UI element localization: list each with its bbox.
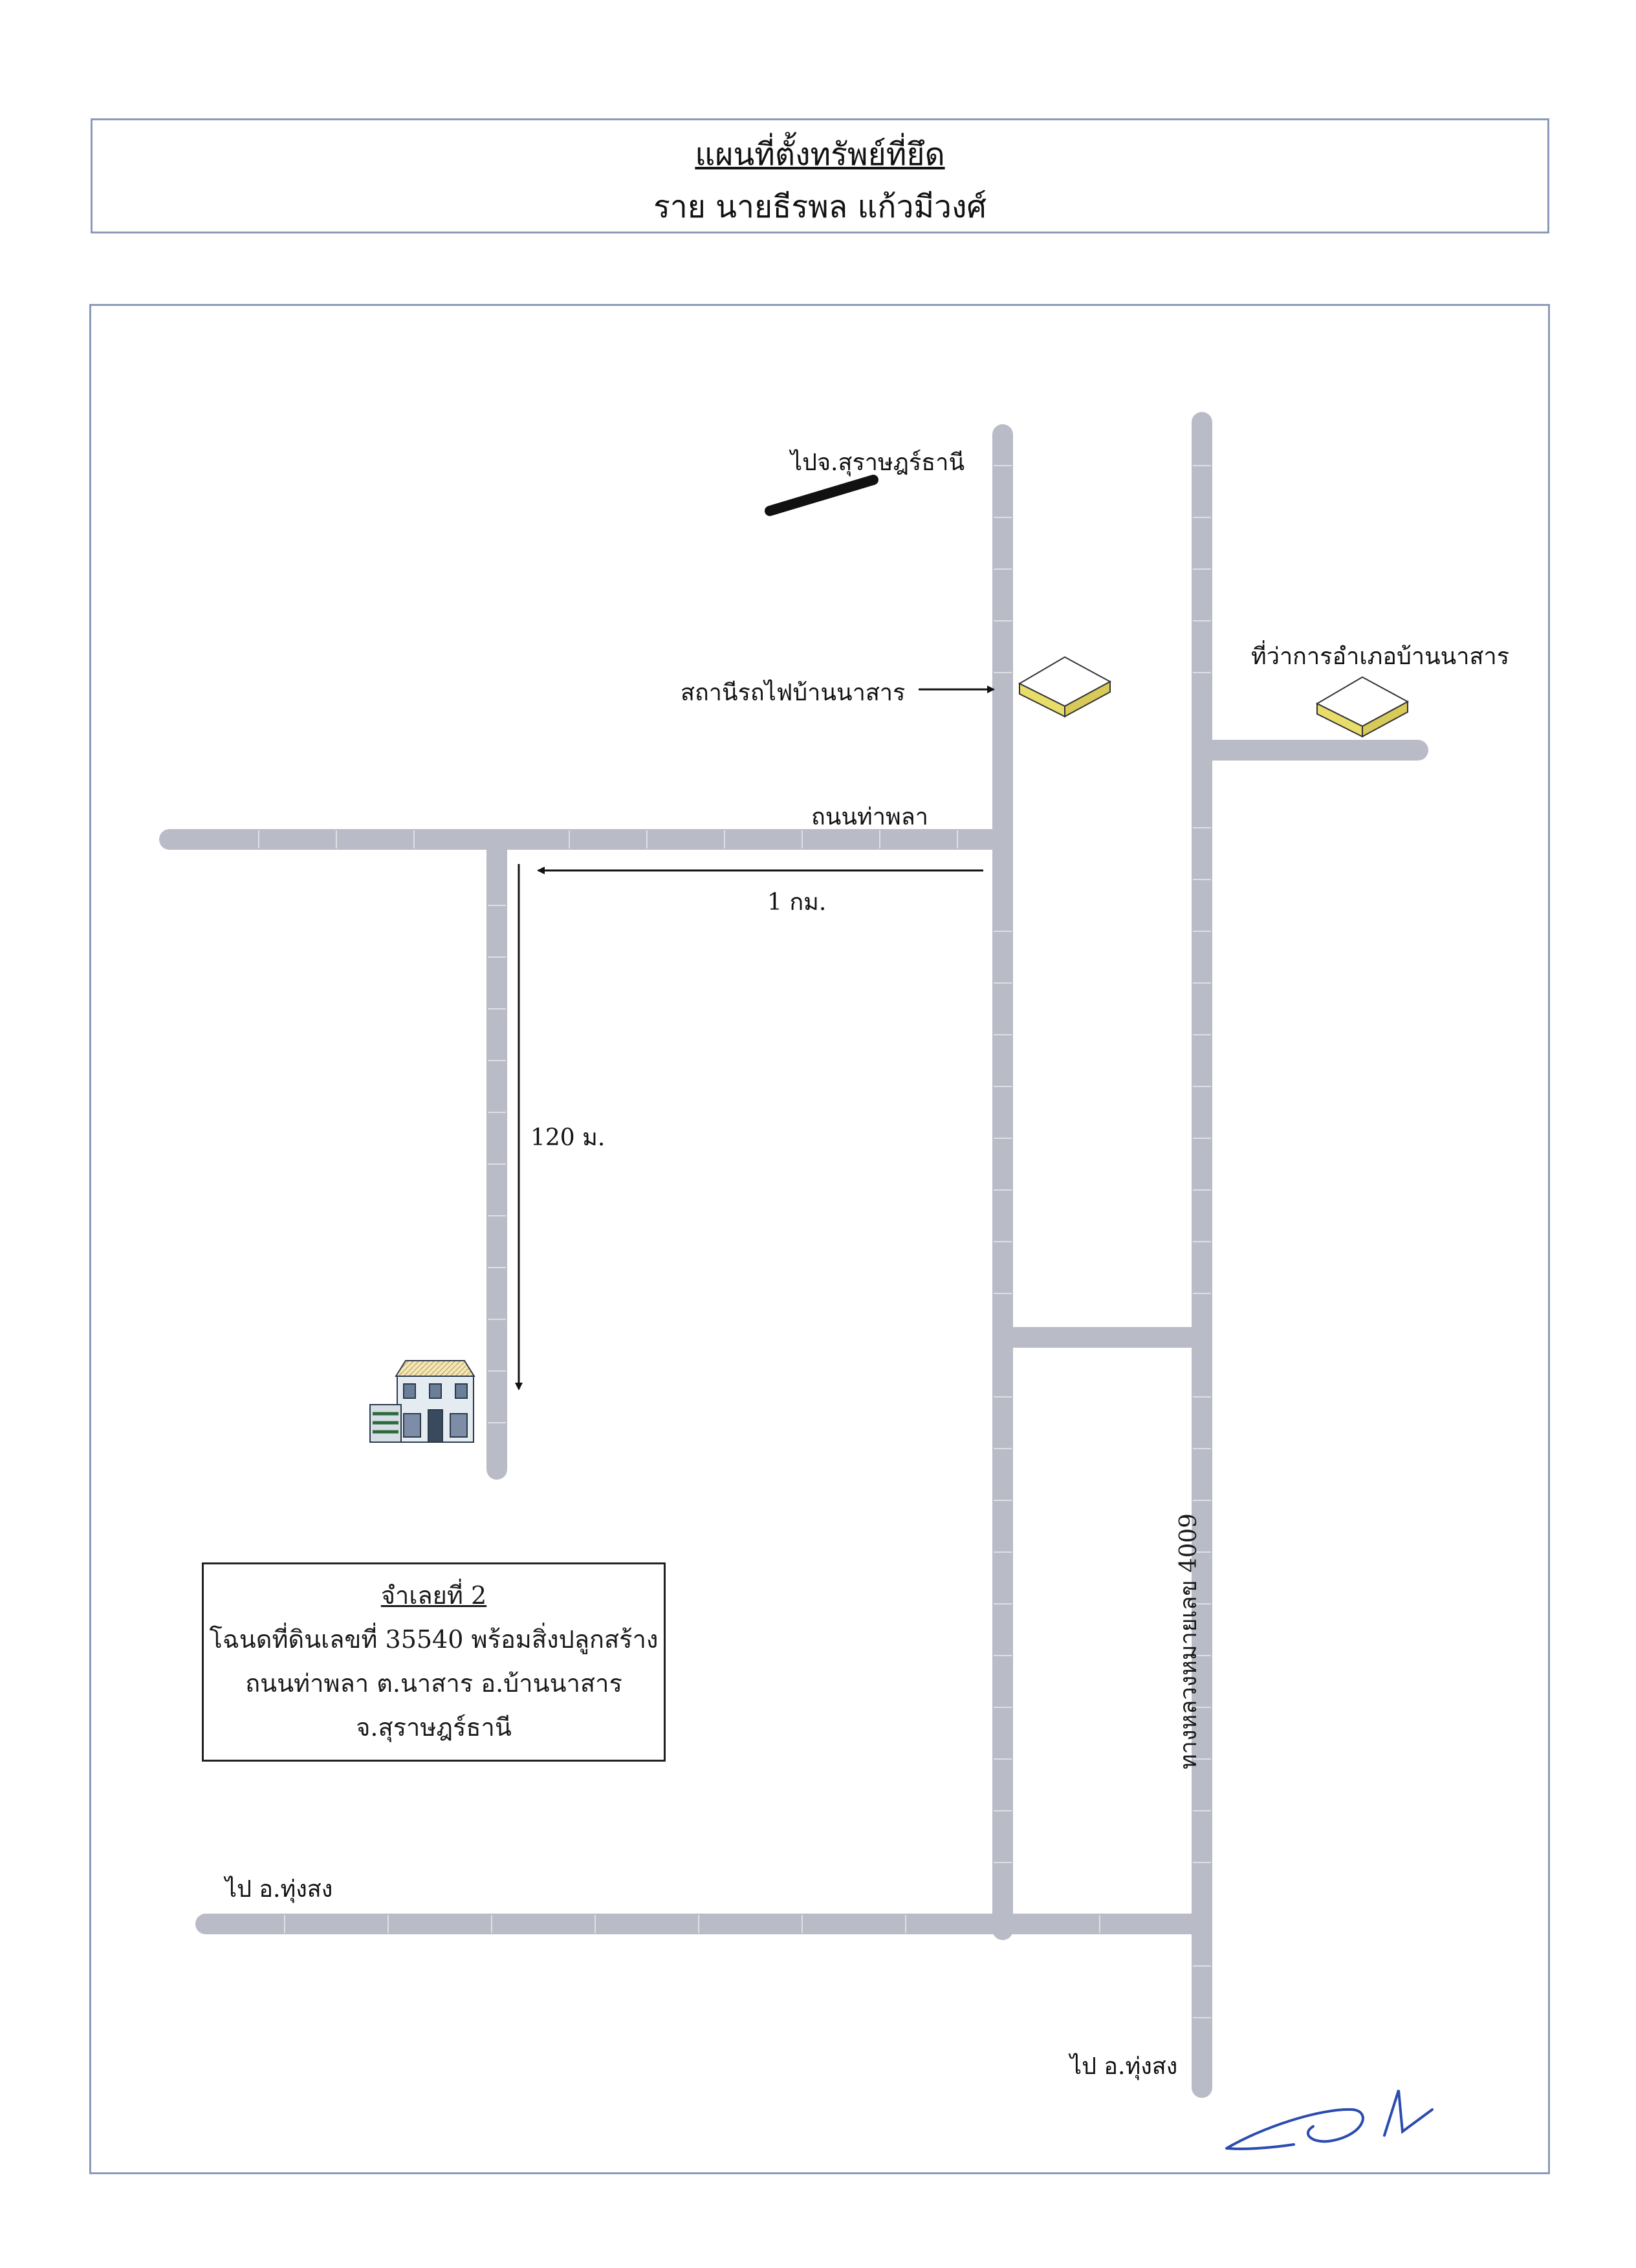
station-building-icon (1018, 656, 1112, 718)
label-to-thungsong-bottom: ไป อ.ทุ่งสง (1070, 2053, 1178, 2080)
road-segment-ticks (258, 465, 1211, 2018)
label-railway-station: สถานีรถไฟบ้านนาสาร (681, 680, 906, 706)
info-line-address: ถนนท่าพลา ต.นาสาร อ.บ้านนาสาร (245, 1669, 622, 1698)
map-frame (89, 304, 1550, 2174)
roads (159, 412, 1428, 2098)
label-to-province: ไปจ.สุราษฎร์ธานี (791, 449, 965, 476)
info-line-province: จ.สุราษฎร์ธานี (356, 1713, 512, 1742)
map-title: แผนที่ตั้งทรัพย์ที่ยึด (695, 136, 945, 173)
label-distance-120m: 120 ม. (530, 1125, 605, 1151)
label-highway-4009: ทางหลวงหมายเลข 4009 (1175, 1513, 1202, 1769)
label-road-thapla: ถนนท่าพลา (811, 804, 928, 830)
title-box: แผนที่ตั้งทรัพย์ที่ยึด ราย นายธีรพล แก้ว… (91, 118, 1549, 233)
info-line-deed: โฉนดที่ดินเลขที่ 35540 พร้อมสิ่งปลูกสร้า… (209, 1625, 659, 1654)
label-distance-1km: 1 กม. (767, 889, 827, 916)
district-office-building-icon (1315, 676, 1410, 738)
property-info-box: จำเลยที่ 2 โฉนดที่ดินเลขที่ 35540 พร้อมส… (202, 1562, 666, 1762)
info-heading: จำเลยที่ 2 (380, 1581, 487, 1610)
redaction-mark (765, 475, 878, 516)
label-district-office: ที่ว่าการอำเภอบ้านนาสาร (1251, 643, 1510, 670)
label-to-thungsong-left: ไป อ.ทุ่งสง (225, 1876, 333, 1903)
house-icon (369, 1360, 475, 1443)
map-subtitle: ราย นายธีรพล แก้วมีวงศ์ (653, 189, 987, 225)
signature (1225, 2090, 1434, 2150)
